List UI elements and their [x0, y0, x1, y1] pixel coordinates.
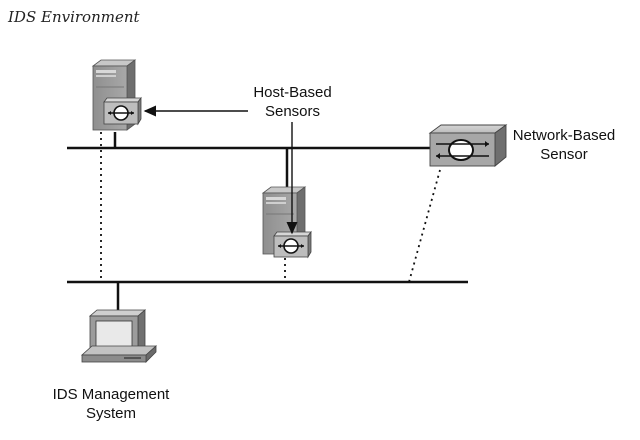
management-label: IDS Management System	[36, 385, 186, 423]
network-sensor-label-line1: Network-Based	[512, 127, 616, 144]
host-sensor-1	[103, 96, 142, 126]
host-sensors-label: Host-Based Sensors	[245, 83, 340, 121]
mgmt-link-network-sensor	[408, 169, 441, 283]
host-server-2	[261, 186, 312, 259]
host-sensors-label-line2: Sensors	[264, 103, 321, 120]
management-label-line2: System	[85, 405, 136, 422]
monitor-screen	[95, 320, 133, 350]
diagram-title: IDS Environment	[8, 8, 140, 26]
management-label-line1: IDS Management	[52, 386, 170, 403]
network-sensor-eye-icon	[448, 139, 474, 161]
network-sensor-appliance	[428, 124, 508, 167]
management-workstation	[80, 309, 158, 363]
host-server-1	[91, 59, 142, 131]
host-sensors-label-line1: Host-Based	[253, 84, 332, 101]
network-sensor-label-line2: Sensor	[540, 146, 588, 163]
host-sensor-2	[273, 230, 312, 259]
network-sensor-label: Network-Based Sensor	[505, 126, 623, 164]
